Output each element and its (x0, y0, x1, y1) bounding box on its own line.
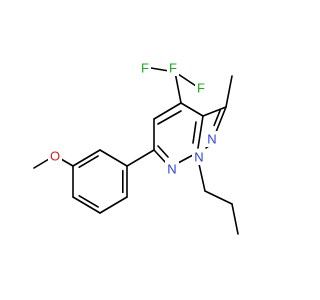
atom-methoxy-oxygen: O (48, 148, 62, 164)
bond-4 (99, 149, 128, 167)
bond-30 (198, 163, 206, 192)
atom-fluorine-1: F (139, 60, 151, 76)
bond-11 (126, 149, 155, 167)
bond-14 (177, 154, 194, 164)
fluorine-right-label: F (197, 81, 205, 96)
bond-3 (78, 155, 99, 169)
bond-2 (72, 149, 101, 167)
bond-8 (72, 196, 101, 214)
bond-31 (204, 190, 233, 205)
bond-9 (78, 194, 99, 208)
atom-pyrazole-nitrogen-1: N (192, 149, 206, 165)
pyridine-nitrogen-label: N (167, 162, 176, 177)
pyrazole-n2-label: N (207, 132, 216, 147)
atom-pyrazole-nitrogen-2: N (205, 131, 219, 147)
bond-0 (33, 158, 50, 169)
bond-26 (174, 71, 182, 104)
bond-21 (202, 106, 227, 117)
atom-fluorine-3: F (195, 80, 207, 96)
bond-18 (180, 102, 204, 117)
methoxy-oxygen-label: O (50, 149, 60, 164)
molecule-structure: O F F F N N N (33, 60, 239, 235)
fluorine-top-right-label: F (169, 61, 177, 76)
bond-23 (213, 109, 221, 127)
pyrazole-n1-label: N (194, 150, 203, 165)
bond-12 (153, 149, 167, 164)
bond-7 (99, 196, 128, 214)
bond-19 (197, 115, 204, 149)
bond-layer (33, 67, 239, 235)
bond-24 (225, 75, 233, 108)
bond-1 (60, 158, 74, 167)
bond-22 (215, 106, 227, 133)
atom-fluorine-2: F (167, 60, 179, 76)
fluorine-top-left-label: F (141, 61, 149, 76)
bond-17 (157, 110, 182, 125)
bond-13 (157, 145, 169, 158)
bond-32 (231, 203, 239, 235)
bond-20 (192, 121, 197, 144)
bond-16 (153, 102, 182, 120)
molecule-canvas: O F F F N N N (33, 60, 239, 235)
atom-pyridine-nitrogen: N (165, 161, 179, 177)
